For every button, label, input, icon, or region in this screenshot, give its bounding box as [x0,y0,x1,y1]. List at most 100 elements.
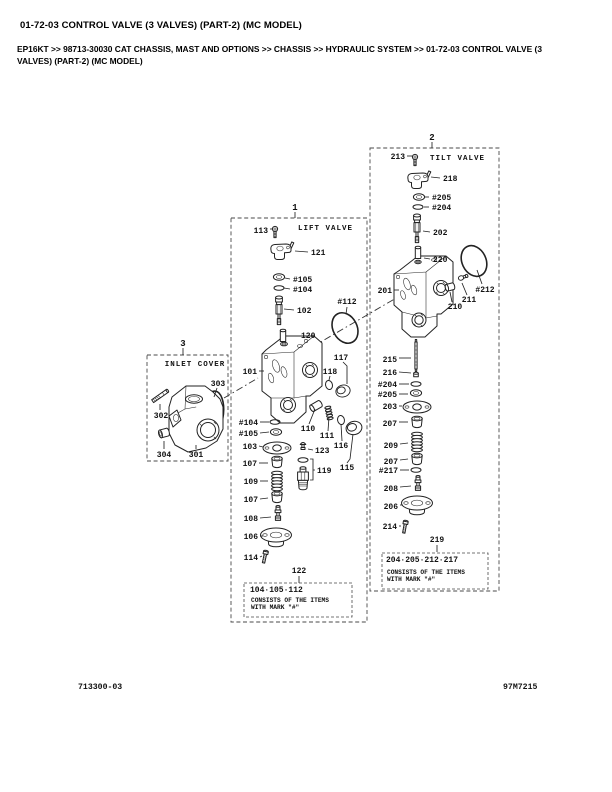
leader-line [423,257,431,260]
callout-1: 1 [292,203,298,213]
callout-114: 114 [244,554,259,563]
part-117-plug [334,382,352,400]
part-201-valve-body [393,255,454,338]
callout-216: 216 [383,369,398,378]
part-212-oring [455,240,493,282]
callout-107: 107 [243,460,258,469]
callout-211: 211 [462,296,477,305]
callout-301: 301 [189,451,204,460]
part-215-stem [414,339,418,372]
part-112-oring [326,307,364,349]
part-119-fitting [297,466,309,491]
part-304-plug [157,427,171,439]
leader-line [430,176,441,179]
part-216-nut [413,371,419,378]
callout-107: 107 [244,496,259,505]
callout--212: #212 [475,286,494,295]
part-105-seal [272,273,286,281]
leader-line [294,250,309,253]
callout-117: 117 [334,354,349,363]
part-202-spool [413,213,421,244]
callout--205: #205 [378,391,397,400]
leader-line [283,287,291,290]
callout-102: 102 [297,307,312,316]
inlet-cover-box [146,354,229,462]
leader-line [345,306,348,315]
callout-204-205-212-217: 204·205·212·217 [386,556,458,565]
part-103-plate [262,441,292,455]
leader-line [327,416,330,432]
note-box-lift [243,582,353,618]
part-113-bolt [271,225,279,239]
part-119-oring [297,457,309,463]
part-118-oring [324,379,334,391]
part-209-spring [411,431,423,453]
leader-line [422,230,431,233]
callout-218: 218 [443,175,458,184]
leader-line [284,277,291,280]
callout-203: 203 [383,403,398,412]
callout-303: 303 [211,380,226,389]
leader-line [259,555,263,558]
part-108-poppet [274,505,282,521]
callout--105: #105 [293,276,312,285]
callout-220: 220 [433,256,448,265]
callout-201: 201 [378,287,393,296]
leader-line [340,423,343,442]
callout--217: #217 [379,467,398,476]
callout-120: 120 [301,332,316,341]
leader-line [308,408,316,425]
lift-valve-group [260,225,364,564]
part-301-inlet-cover-body [168,385,224,453]
part-208-poppet [414,475,422,491]
callout-207: 207 [383,420,398,429]
leader-line [449,291,453,303]
callout-2: 2 [429,133,434,143]
callout-122: 122 [292,567,307,576]
leader-line [461,282,468,296]
callout--112: #112 [337,298,356,307]
leader-line [328,375,331,381]
callout--104: #104 [293,286,312,295]
callout-118: 118 [323,368,338,377]
part-107-cup-2 [271,490,283,504]
callout-106: 106 [244,533,259,542]
part-101-valve-body [261,335,323,424]
callout--204: #204 [432,204,451,213]
part-207-cup [411,415,423,429]
part-203-plate [402,400,432,414]
part-207-cup-2 [411,452,423,466]
callout-209: 209 [384,442,399,451]
callout-108: 108 [244,515,259,524]
part-110-bushing [308,399,324,413]
leader-line [399,458,409,461]
callout-with-mark: WITH MARK "#" [387,576,435,583]
part-105-seal-2 [269,428,283,436]
leader-line [259,516,272,519]
callout-104-105-112: 104·105·112 [250,586,303,595]
callout-202: 202 [433,229,448,238]
part-114-bolt [260,549,270,564]
callout-consists-of-the-items: CONSISTS OF THE ITEMS [251,597,329,604]
tilt-valve-group [393,153,493,534]
part-102-spool [275,295,283,326]
callout-304: 304 [157,451,172,460]
callout--205: #205 [432,194,451,203]
leader-line [307,448,314,451]
callout--104: #104 [239,419,258,428]
callout-101: 101 [243,368,258,377]
callout-110: 110 [301,425,316,434]
part-106-housing [260,527,292,548]
part-204-oring [412,204,424,210]
callout-3: 3 [180,339,185,349]
leader-line [476,269,483,285]
callout-consists-of-the-items: CONSISTS OF THE ITEMS [387,569,465,576]
figure-code: 97M7215 [503,683,538,692]
callout-207: 207 [384,458,399,467]
callout-116: 116 [334,442,349,451]
callout-210: 210 [448,303,463,312]
callout-inlet-cover: INLET COVER [165,361,226,369]
part-205-seal-2 [409,389,423,397]
drawing-number: 713300-03 [78,683,123,692]
